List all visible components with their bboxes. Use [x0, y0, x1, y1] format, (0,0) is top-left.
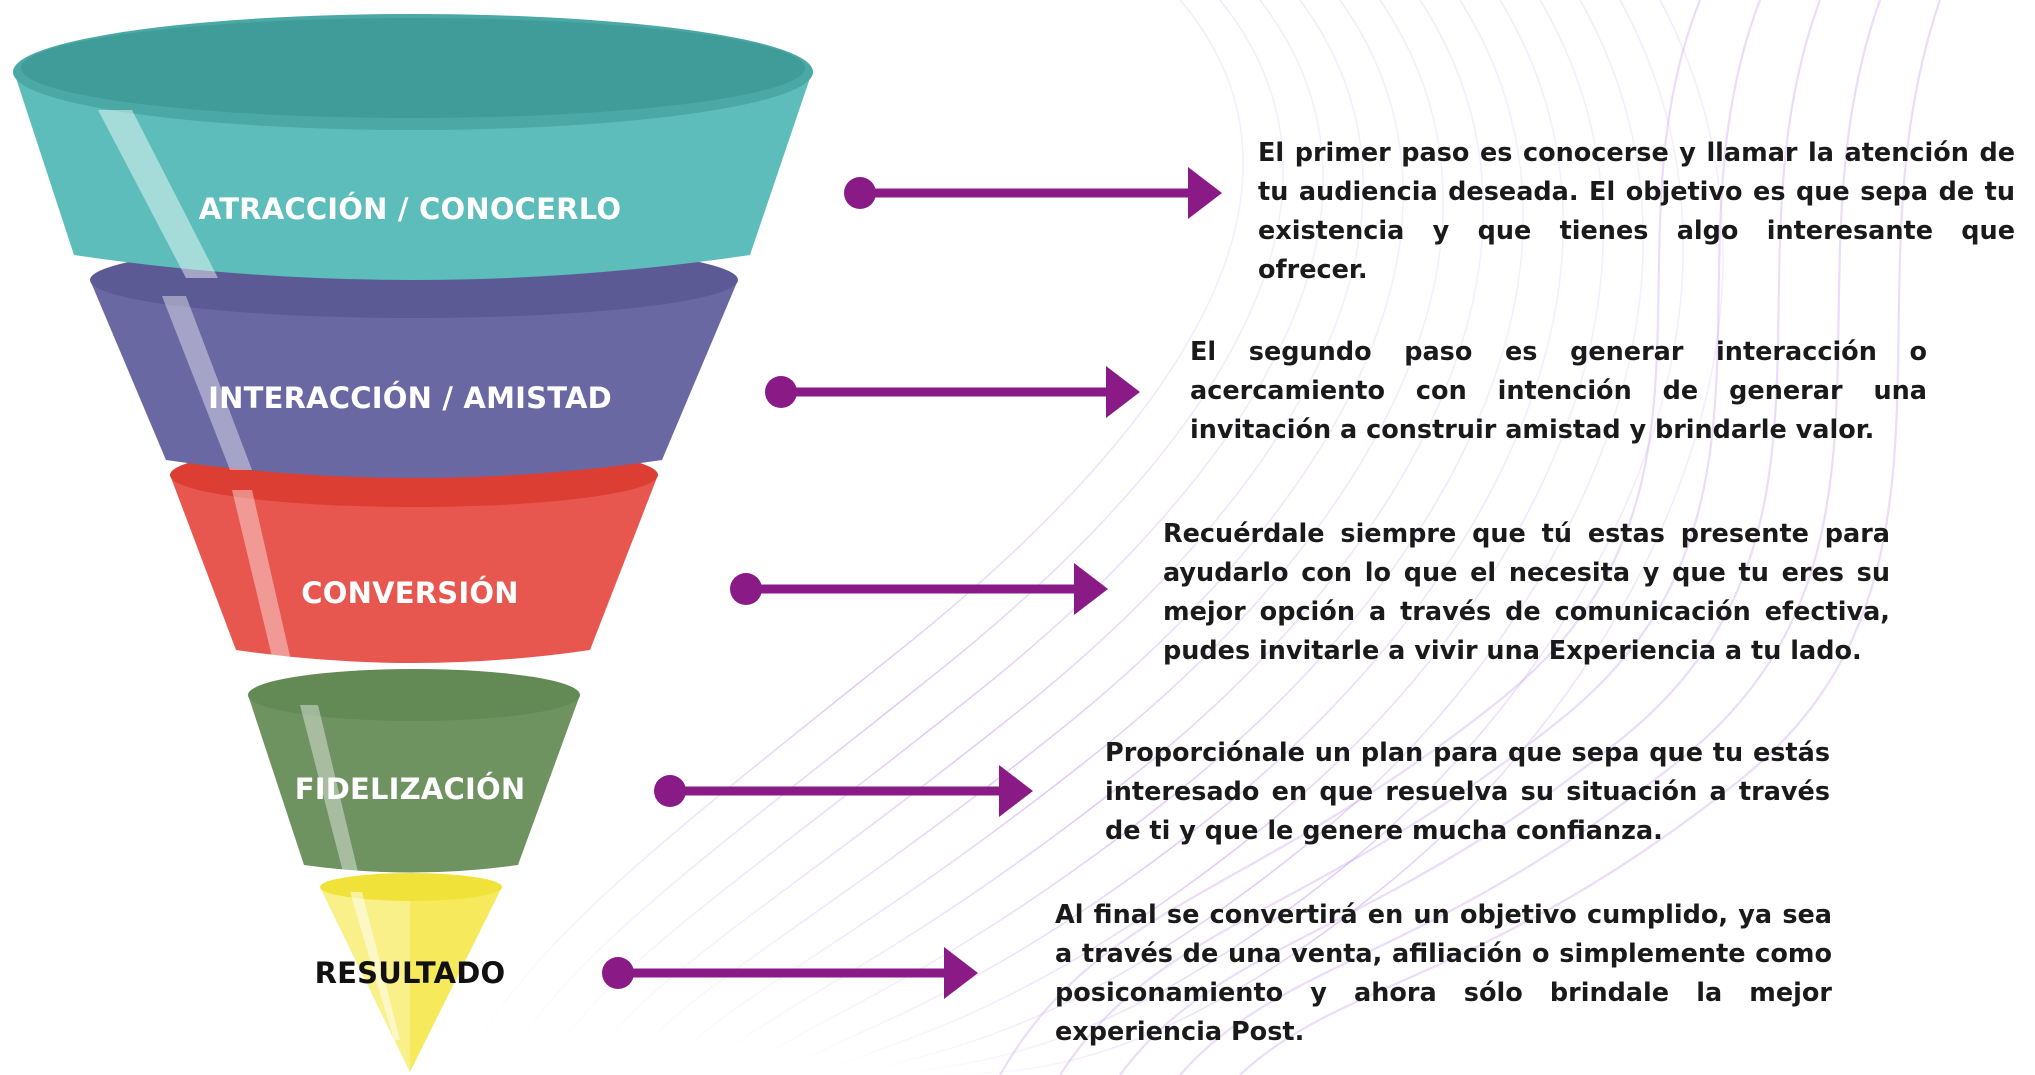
stage-description-conversion: Recuérdale siempre que tú estas presente…: [1163, 519, 1890, 666]
funnel-stage-fidelizacion: [248, 669, 580, 873]
arrow-head: [944, 947, 978, 999]
stage-label-conversion: CONVERSIÓN: [301, 576, 519, 610]
arrow-head: [999, 765, 1033, 817]
funnel-stage-resultado: [320, 873, 502, 1072]
stage-description-fidelizacion: Proporciónale un plan para que sepa que …: [1105, 738, 1830, 846]
arrow-conversion: [730, 563, 1108, 615]
stage-description-resultado: Al final se convertirá en un objetivo cu…: [1055, 900, 1832, 1047]
stage-label-resultado: RESULTADO: [314, 956, 506, 990]
arrow-tail-dot: [654, 775, 686, 807]
arrow-tail-dot: [765, 376, 797, 408]
funnel-stage-atraccion: [13, 14, 813, 280]
arrow-resultado: [602, 947, 978, 999]
arrow-tail-dot: [602, 957, 634, 989]
stage-description-interaccion: El segundo paso es generar interacción o…: [1190, 337, 1927, 445]
stage-label-fidelizacion: FIDELIZACIÓN: [294, 772, 526, 806]
arrow-atraccion: [844, 167, 1222, 219]
stage-label-atraccion: ATRACCIÓN / CONOCERLO: [198, 192, 622, 226]
arrow-tail-dot: [844, 177, 876, 209]
arrow-tail-dot: [730, 573, 762, 605]
arrow-fidelizacion: [654, 765, 1033, 817]
arrow-head: [1074, 563, 1108, 615]
arrow-interaccion: [765, 366, 1140, 418]
stage-description-atraccion: El primer paso es conocerse y llamar la …: [1258, 138, 2015, 285]
arrow-head: [1106, 366, 1140, 418]
arrow-head: [1188, 167, 1222, 219]
stage-label-interaccion: INTERACCIÓN / AMISTAD: [208, 381, 612, 415]
